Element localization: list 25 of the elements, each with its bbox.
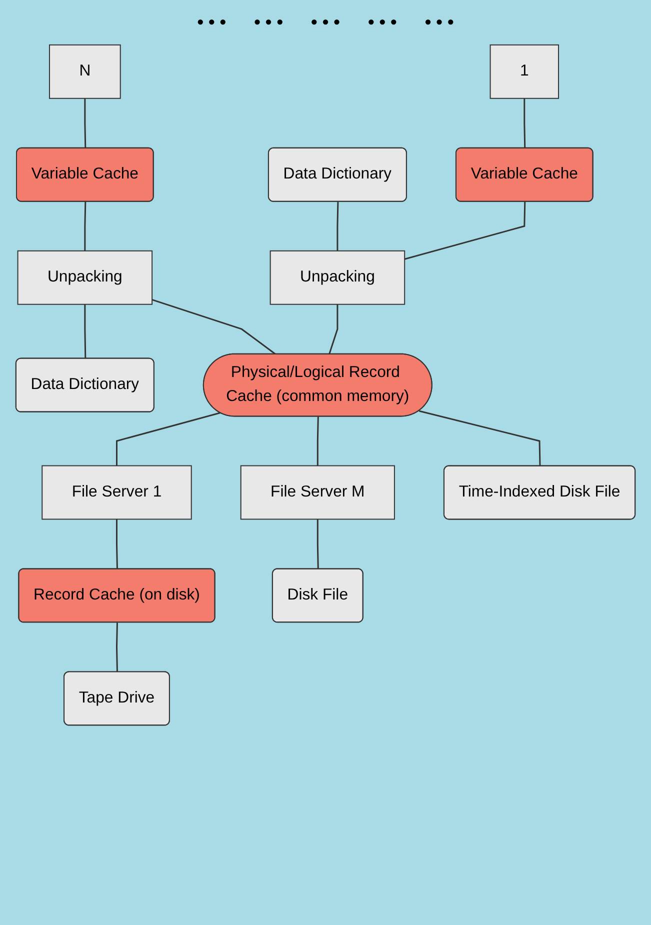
ellipsis-mark: • • • (424, 12, 454, 33)
connector (316, 416, 319, 466)
connector (419, 410, 541, 466)
connector (116, 622, 118, 672)
node-box: N (49, 44, 121, 99)
connector (116, 519, 118, 570)
ellipsis-mark: • • • (197, 12, 226, 33)
connector (84, 98, 86, 148)
connector (328, 304, 338, 355)
ellipsis-mark: • • • (368, 12, 397, 33)
node-box: File Server 1 (42, 465, 192, 520)
connector (84, 304, 86, 359)
ellipsis-mark: • • • (311, 12, 340, 33)
connector (404, 202, 526, 260)
connector (84, 202, 86, 251)
node-box: File Server M (240, 465, 395, 520)
node-box: Unpacking (270, 250, 406, 305)
connector (116, 412, 220, 466)
node-box: Unpacking (17, 250, 153, 305)
node-box: 1 (490, 44, 559, 99)
connector (524, 98, 526, 148)
connector (316, 519, 319, 570)
connector (336, 202, 339, 251)
ellipsis-mark: • • • (254, 12, 284, 33)
connector (152, 298, 276, 355)
